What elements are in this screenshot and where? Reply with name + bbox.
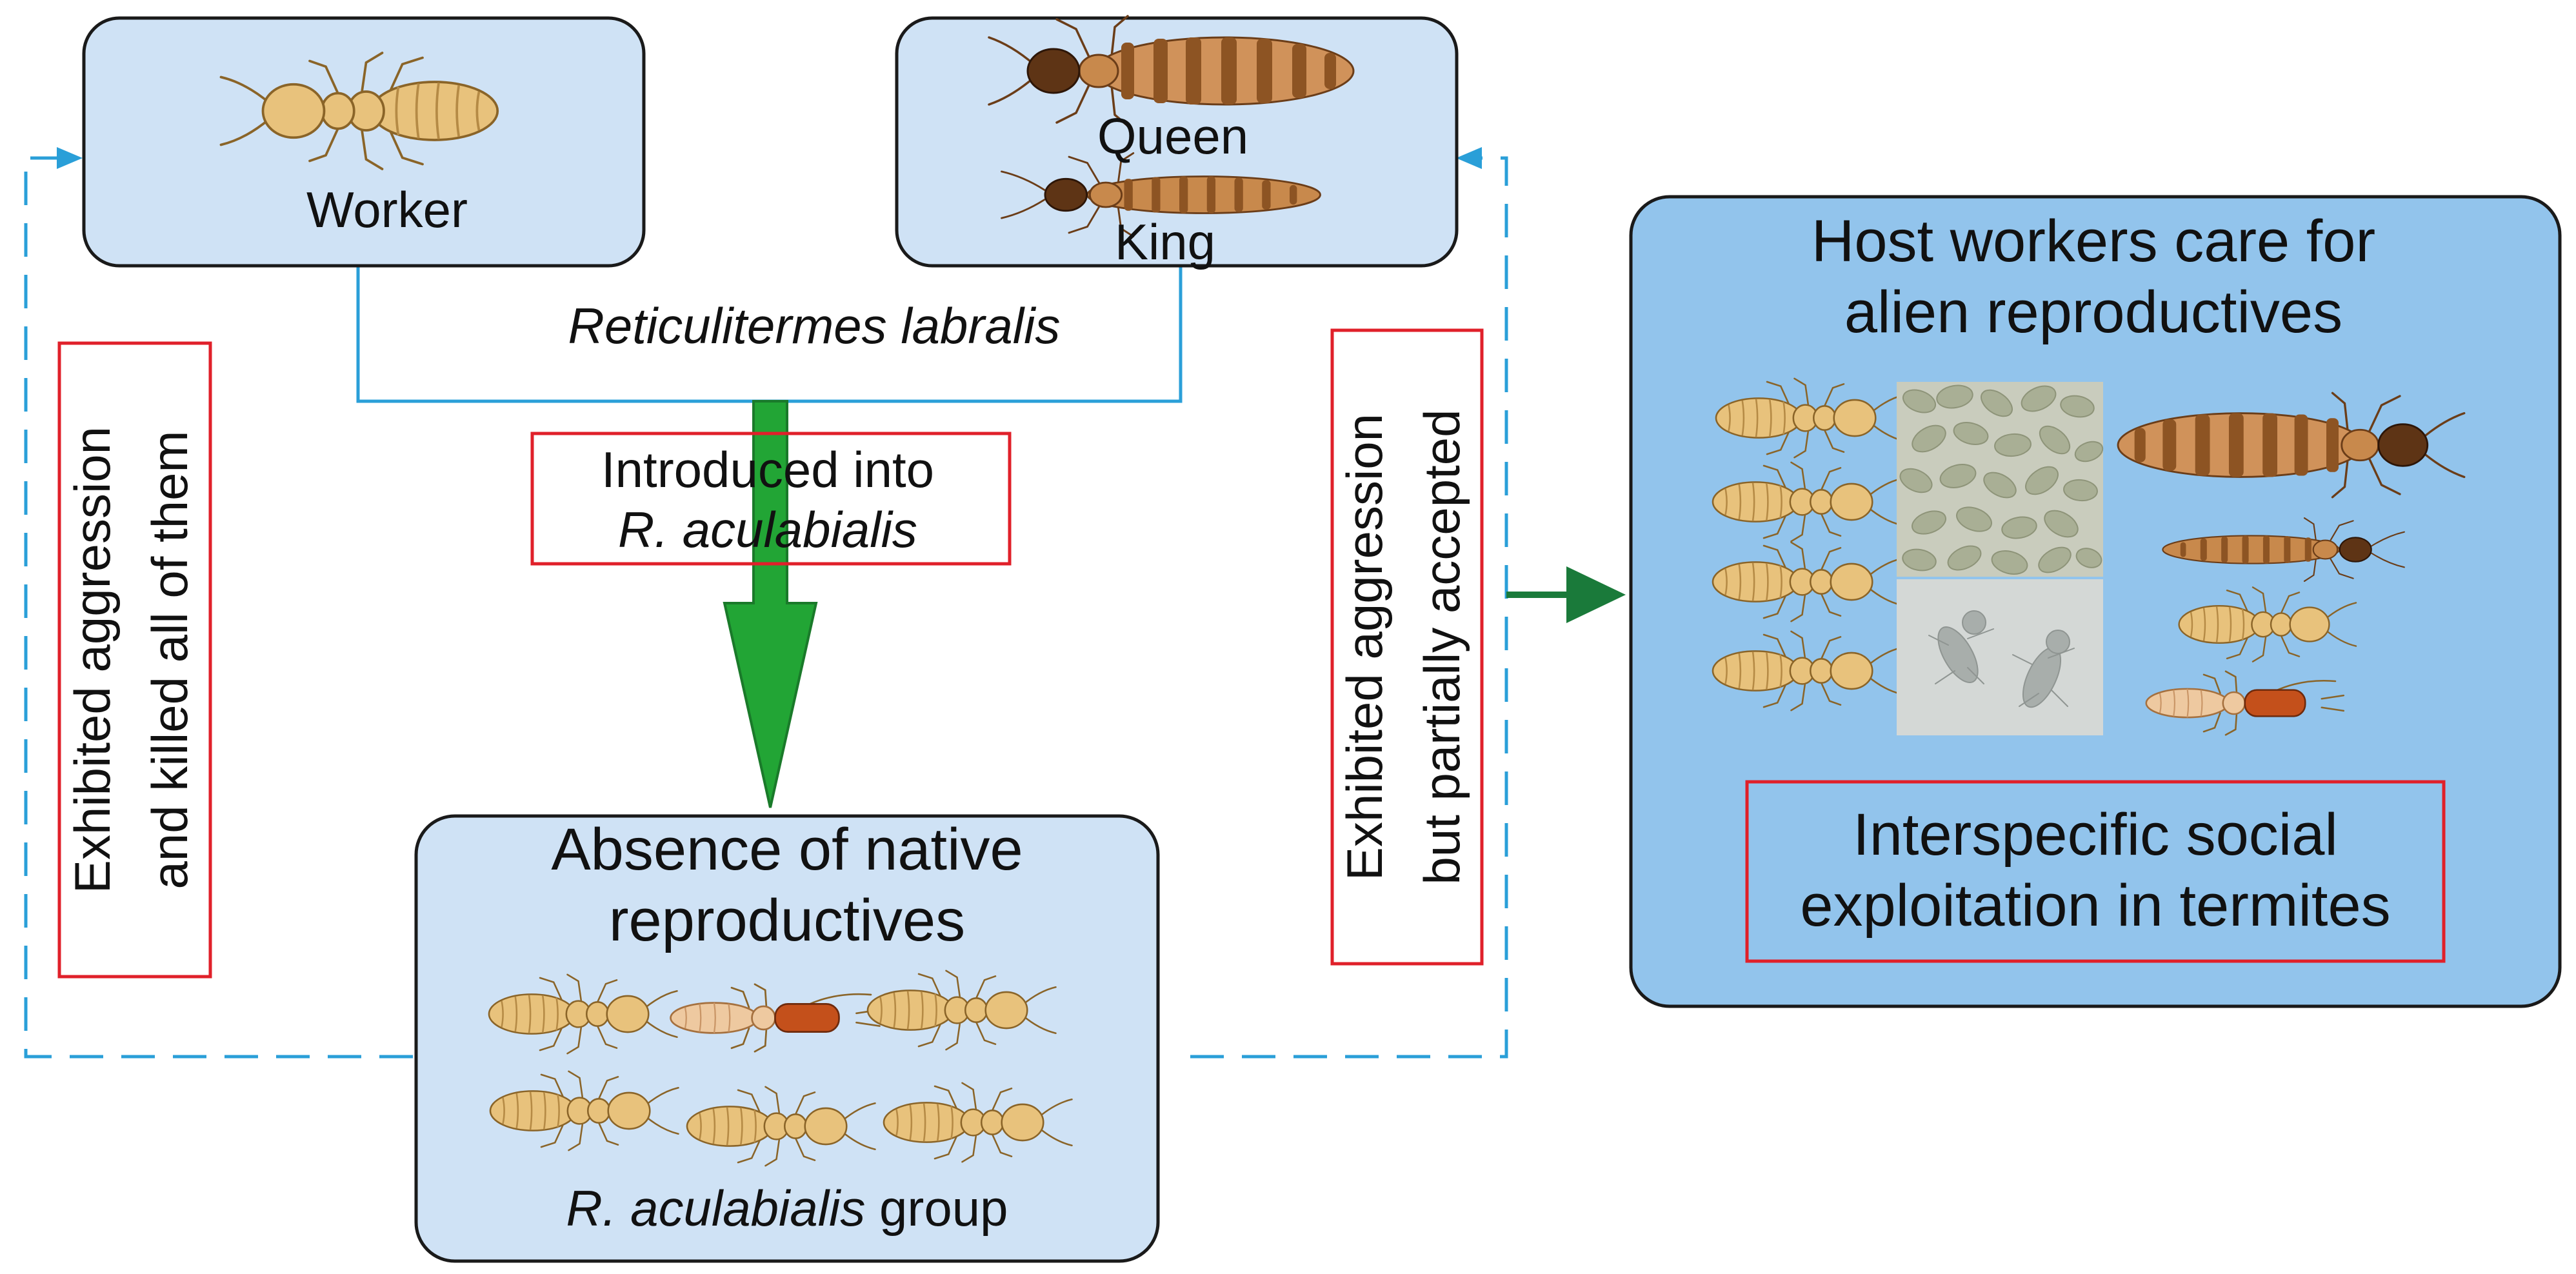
left-feedback-line xyxy=(24,156,413,1059)
outcome-arrow xyxy=(1506,566,1626,623)
absence-box: Absence of native reproductives R. acula… xyxy=(414,814,1160,1263)
termite-larvae-photo xyxy=(1897,579,2103,735)
right-outcome-note: Exhibited aggression but partially accep… xyxy=(1330,328,1484,966)
left-feedback-arrowhead xyxy=(57,147,83,169)
species-label: Reticulitermes labralis xyxy=(568,297,1061,354)
host-box: Host workers care for alien reproductive… xyxy=(1629,195,2562,1008)
introduced-into-label: Introduced into R. aculabialis xyxy=(530,432,1012,566)
right-feedback-arrowhead xyxy=(1456,147,1482,169)
worker-label: Worker xyxy=(306,181,468,238)
conclusion-frame xyxy=(1745,780,2446,963)
left-note-line1: Exhibited aggression xyxy=(64,426,121,893)
host-title-line1: Host workers care for xyxy=(1812,208,2375,274)
absence-title-line2: reproductives xyxy=(609,888,965,953)
feedback-loop-lines xyxy=(24,156,1508,1059)
right-note-line1: Exhibited aggression xyxy=(1336,413,1393,881)
host-title-line2: alien reproductives xyxy=(1844,279,2342,345)
conclusion-line1: Interspecific social xyxy=(1853,802,2338,868)
conclusion-line2: exploitation in termites xyxy=(1800,873,2390,939)
termite-eggs-photo xyxy=(1897,382,2104,577)
right-feedback-line xyxy=(1190,156,1508,1059)
group-label-species: R. aculabialis xyxy=(566,1180,865,1237)
queen-label: Queen xyxy=(1097,108,1248,164)
group-label: R. aculabialis group xyxy=(566,1180,1008,1237)
worker-box: Worker xyxy=(82,16,646,268)
left-outcome-note: Exhibited aggression and killed all of t… xyxy=(57,341,212,979)
introduced-into-line1: Introduced into xyxy=(601,441,934,498)
left-note-line2: and killed all of them xyxy=(141,430,198,889)
right-note-line2: but partially accepted xyxy=(1413,409,1470,884)
introduced-into-line2: R. aculabialis xyxy=(618,501,917,558)
group-label-suffix: group xyxy=(865,1180,1008,1237)
king-label: King xyxy=(1115,214,1215,270)
reproductives-box: Queen King xyxy=(895,15,1459,270)
absence-title-line1: Absence of native xyxy=(551,817,1023,882)
